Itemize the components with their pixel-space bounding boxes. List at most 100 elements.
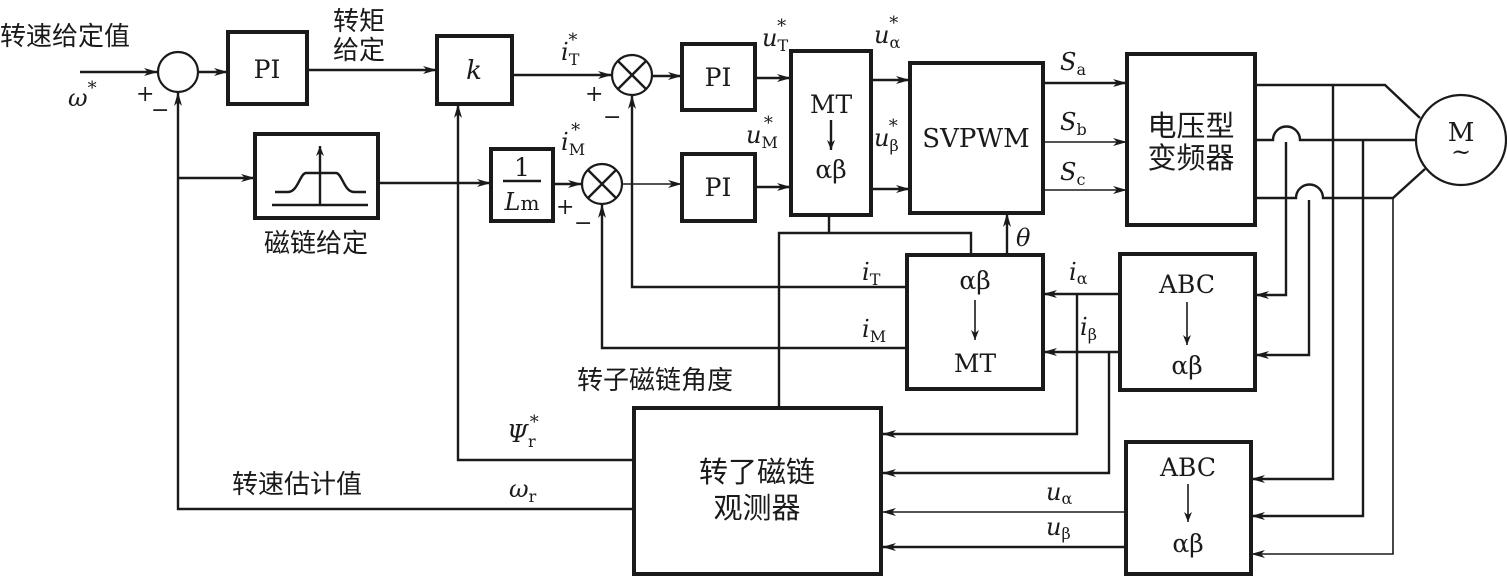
iT-ref-label: iT* [561, 30, 580, 69]
abc-to-ab-voltage-top-label: ABC [1159, 453, 1216, 482]
ialpha-to-observer-line [882, 294, 1079, 438]
iT-sum-plus-sign: + [585, 82, 603, 107]
ialpha-label: iα [1069, 258, 1088, 288]
ubeta-sub: β [1061, 524, 1070, 543]
Sa-label: Sa [1060, 48, 1086, 79]
Sc-base: S [1060, 158, 1076, 186]
motor-ac-symbol-icon: ~ [1451, 138, 1471, 166]
ab-to-mt-top-label: αβ [959, 266, 990, 295]
omega-ref-base: ω [68, 84, 88, 112]
signal-lines [80, 66, 1426, 558]
iT-sub: T [870, 270, 881, 289]
ibeta-label: iβ [1080, 313, 1097, 344]
voltage-sense-c-line [1251, 198, 1394, 558]
speed-pi-label: PI [254, 55, 281, 84]
ialpha-base: i [1069, 258, 1077, 286]
mt-to-ab-bottom-label: αβ [815, 155, 846, 184]
flux-schedule-block [253, 132, 380, 220]
ubeta-base: u [1046, 513, 1061, 541]
speed-sum-minus-sign: − [151, 98, 169, 123]
inverter-label-line2: 变频器 [1147, 141, 1234, 175]
mt-to-ab-top-label: MT [810, 90, 853, 119]
iM-sum-cross-b [587, 169, 617, 199]
iT-base: i [862, 258, 870, 286]
uM-ref-label: uM* [746, 113, 778, 152]
Sc-label: Sc [1060, 158, 1085, 189]
ualpha-sub: α [1061, 489, 1072, 508]
ualpha-ref-sup: * [889, 13, 898, 34]
iM-feedback-line [598, 204, 907, 350]
ubeta-ref-sub: β [889, 136, 898, 155]
phase-b-power-line [1255, 125, 1416, 142]
psi-ref-label: Ψr* [507, 412, 539, 451]
ibeta-to-observer-line [882, 352, 1111, 477]
Sa-sub: a [1076, 60, 1086, 79]
flux-reference-label: 磁链给定 [264, 229, 368, 259]
omega-ref-sup: * [88, 78, 97, 99]
iM-ref-sub: M [569, 140, 585, 159]
flux-observer-block: 转了磁链 观测器 [632, 406, 883, 576]
current-pi-t-box [680, 42, 757, 112]
rotor-flux-angle-line [777, 231, 973, 408]
abc-to-ab-voltage-block: ABC αβ [1124, 440, 1253, 576]
omega-r-label: ωr [509, 475, 537, 506]
ualpha-ref-base: u [874, 21, 889, 49]
psi-ref-sup: * [530, 412, 539, 433]
ubeta-label: uβ [1046, 513, 1071, 543]
theta-base: θ [1016, 224, 1031, 252]
phase-a-power-line [1255, 83, 1421, 119]
inv-lm-block: 1 Lm [489, 147, 555, 223]
flux-observer-label-line1: 转了磁链 [699, 455, 815, 489]
ubeta-ref-base: u [874, 124, 889, 152]
torque-reference-label-line2: 给定 [333, 36, 385, 66]
iM-sub: M [870, 327, 886, 346]
iM-ref-sup: * [571, 120, 580, 141]
iM-base: i [862, 315, 870, 343]
motor-label: M [1448, 118, 1475, 148]
ab-to-mt-block: αβ MT [905, 253, 1045, 391]
phase-c-power-line [1255, 168, 1426, 200]
psi-ref-feedback-line [454, 104, 634, 462]
uT-ref-sub: T [777, 36, 788, 55]
uM-ref-sub: M [761, 133, 777, 152]
abc-to-ab-current-top-label: ABC [1158, 270, 1215, 299]
inverter-box [1125, 52, 1257, 227]
svpwm-box [908, 61, 1045, 215]
abc-to-ab-current-box [1118, 252, 1257, 392]
iT-label: iT [862, 258, 881, 289]
svpwm-block: SVPWM [908, 61, 1045, 215]
current-pi-t-block: PI [680, 42, 757, 112]
speed-sum-plus-sign: + [136, 82, 154, 107]
Sc-sub: c [1076, 170, 1085, 189]
current-pi-m-box [680, 152, 757, 223]
k-gain-box [435, 34, 514, 106]
iM-label: iM [862, 315, 886, 346]
inv-lm-box [489, 147, 555, 223]
inverter-block: 电压型 变频器 [1125, 52, 1257, 227]
uM-ref-base: u [746, 121, 761, 149]
theta-label: θ [1016, 224, 1031, 252]
current-pi-t-label: PI [705, 63, 732, 92]
psi-ref-base: Ψ [507, 420, 529, 448]
speed-reference-label: 转速给定值 [0, 22, 130, 52]
ab-to-mt-bottom-label: MT [954, 349, 997, 378]
torque-reference-label-line1: 转矩 [333, 7, 385, 37]
iT-feedback-line [628, 95, 907, 289]
Sb-base: S [1060, 108, 1076, 136]
iT-sum-cross-b [617, 60, 647, 90]
omega-r-base: ω [509, 475, 529, 503]
Sa-base: S [1060, 48, 1076, 76]
inv-lm-den-sub: m [520, 191, 539, 215]
svpwm-label: SVPWM [922, 124, 1029, 154]
uM-ref-sup: * [764, 113, 773, 134]
flux-observer-label-line2: 观测器 [713, 491, 800, 525]
ubeta-ref-label: uβ* [874, 116, 899, 155]
k-gain-block: k [435, 34, 514, 106]
iT-ref-sup: * [568, 30, 577, 51]
speed-pi-box [226, 30, 309, 106]
iT-summing-junction [610, 53, 654, 97]
iM-sum-minus-sign: − [574, 211, 592, 236]
motor: M ~ [1414, 93, 1507, 187]
iM-ref-label: iM* [561, 120, 585, 159]
